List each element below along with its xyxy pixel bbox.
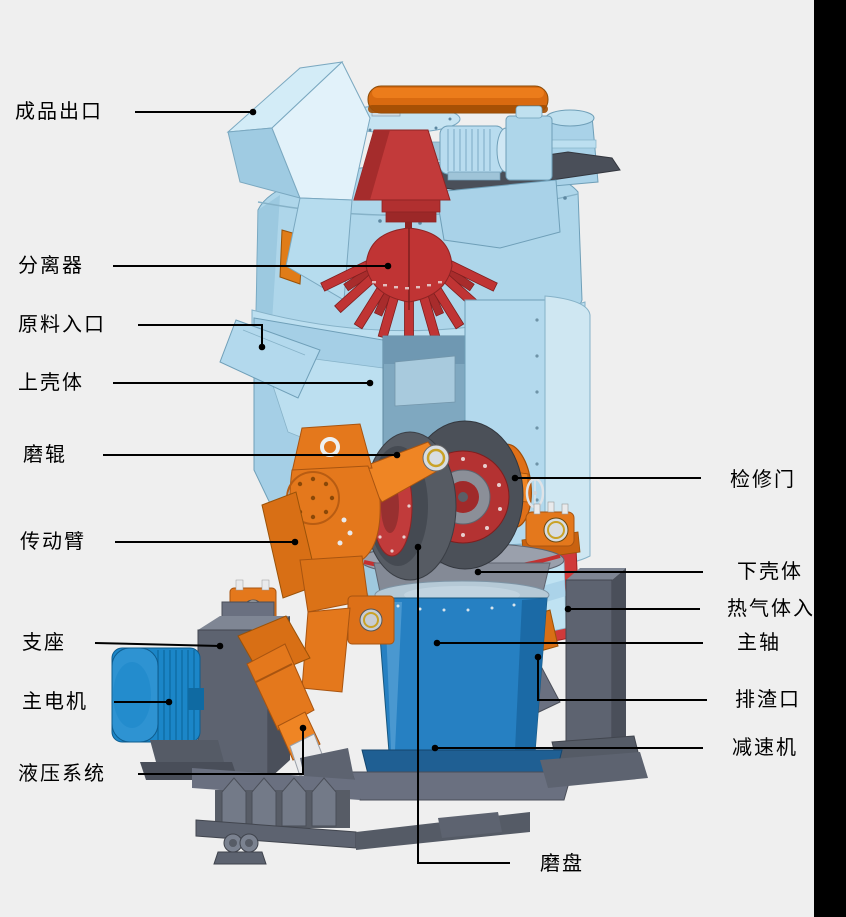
label-grinding-table: 磨盘 — [540, 853, 584, 875]
label-slag-discharge-port: 排渣口 — [735, 689, 801, 711]
leader-main-shaft — [433, 639, 703, 647]
label-reducer: 减速机 — [732, 737, 798, 759]
label-raw-material-inlet: 原料入口 — [18, 314, 106, 336]
leader-drive-arm — [115, 538, 299, 546]
feed-ring-graphic — [367, 85, 549, 114]
label-separator: 分离器 — [18, 255, 84, 277]
label-drive-arm: 传动臂 — [20, 531, 86, 553]
feed-chute-graphic — [219, 319, 321, 399]
leader-main-motor — [114, 698, 173, 706]
leader-grinding-roller — [103, 451, 401, 459]
base-frame-graphic — [192, 752, 648, 865]
label-upper-shell: 上壳体 — [18, 372, 84, 394]
leader-hydraulic-system — [138, 724, 307, 775]
drive-arm-graphic — [229, 423, 450, 693]
label-lower-shell: 下壳体 — [737, 561, 803, 583]
leader-raw-material-inlet — [138, 324, 266, 351]
label-main-shaft: 主轴 — [737, 632, 781, 654]
hydraulic-cylinder-graphic — [237, 615, 356, 796]
separator-cone-graphic — [353, 129, 451, 248]
label-support-base: 支座 — [22, 632, 66, 654]
label-finished-product-outlet: 成品出口 — [15, 101, 103, 123]
main-motor-graphic — [111, 647, 238, 780]
leader-separator — [113, 262, 392, 270]
leader-finished-product-outlet — [135, 108, 257, 116]
label-grinding-roller: 磨辊 — [23, 444, 67, 466]
leader-hot-gas-inlet — [564, 605, 700, 613]
outlet-duct-graphic — [226, 61, 371, 301]
label-inspection-door: 检修门 — [730, 469, 796, 491]
leader-reducer — [431, 744, 703, 752]
leader-lines — [94, 108, 707, 864]
label-hydraulic-system: 液压系统 — [18, 763, 106, 785]
separator-vanes-graphic — [320, 227, 498, 342]
leader-grinding-table — [414, 543, 510, 864]
right-black-bar — [814, 0, 846, 917]
leader-support-base — [94, 642, 224, 650]
label-main-motor: 主电机 — [22, 691, 88, 713]
separator-drive-graphic — [427, 105, 621, 249]
leader-upper-shell — [113, 379, 374, 387]
leader-inspection-door — [511, 474, 701, 482]
leader-slag-discharge-port — [534, 653, 707, 701]
leader-lower-shell — [474, 568, 703, 576]
label-hot-gas-inlet: 热气体入 — [727, 598, 815, 620]
